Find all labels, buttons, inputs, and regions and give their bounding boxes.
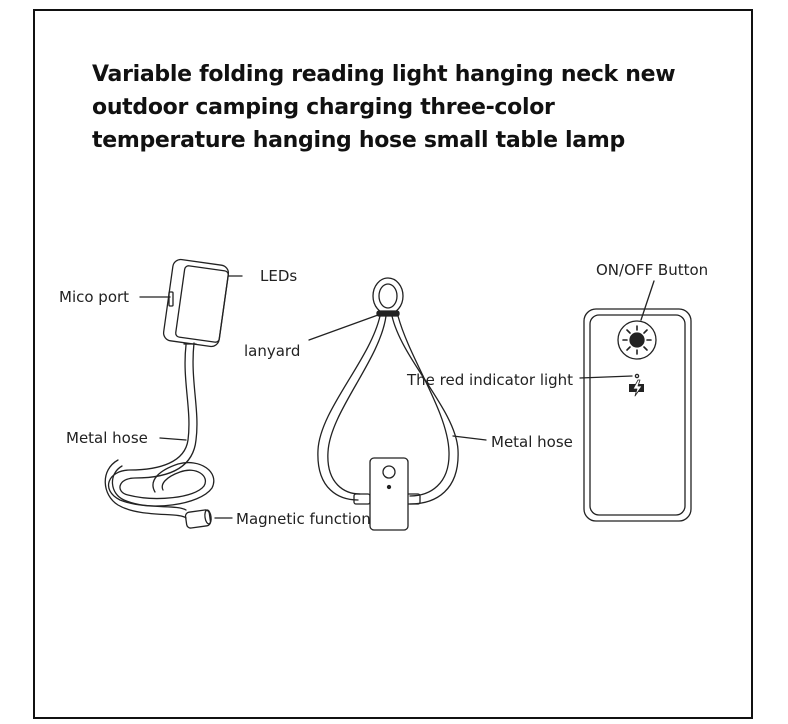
gooseneck-lamp — [104, 258, 230, 529]
sun-rays — [622, 325, 652, 355]
label-on-off-button: ON/OFF Button — [596, 261, 709, 279]
title-line-3: temperature hanging hose small table lam… — [92, 128, 625, 153]
leader-metal-hose-left — [159, 437, 187, 441]
magnetic-end-cap — [184, 509, 212, 529]
lanyard-clip — [376, 310, 400, 317]
lamp-back-view — [583, 308, 692, 522]
label-metal-hose-center: Metal hose — [491, 433, 573, 451]
micro-port — [168, 291, 174, 307]
on-off-button — [617, 320, 657, 360]
leader-metal-hose-center — [452, 435, 487, 441]
neck-light-lens — [382, 465, 396, 479]
label-mico-port: Mico port — [59, 288, 130, 306]
label-red-indicator-light: The red indicator light — [407, 371, 574, 389]
hose-left-arm — [317, 315, 381, 501]
hose-right-arm — [391, 315, 459, 505]
power-sun-icon — [629, 332, 645, 348]
lamp-neck-hose — [108, 344, 215, 507]
leader-red-indicator — [579, 375, 633, 379]
lamp-back-inner — [589, 314, 686, 516]
title-line-1: Variable folding reading light hanging n… — [92, 62, 676, 87]
neck-light-module — [369, 457, 409, 531]
leader-on-off — [640, 280, 655, 321]
label-magnetic-function: Magnetic function — [236, 510, 371, 528]
charging-icon — [629, 379, 644, 397]
label-leds: LEDs — [260, 267, 298, 285]
leader-lanyard — [308, 314, 379, 341]
product-title: Variable folding reading light hanging n… — [92, 58, 692, 157]
title-line-2: outdoor camping charging three-color — [92, 95, 555, 120]
red-indicator-light — [634, 373, 640, 379]
neck-lamp — [317, 277, 459, 531]
lamp-head-panel — [175, 265, 229, 343]
diagram-frame — [33, 9, 753, 719]
label-metal-hose-left: Metal hose — [66, 429, 148, 447]
lamp-back-outer — [583, 308, 692, 522]
label-lanyard: lanyard — [244, 342, 301, 360]
